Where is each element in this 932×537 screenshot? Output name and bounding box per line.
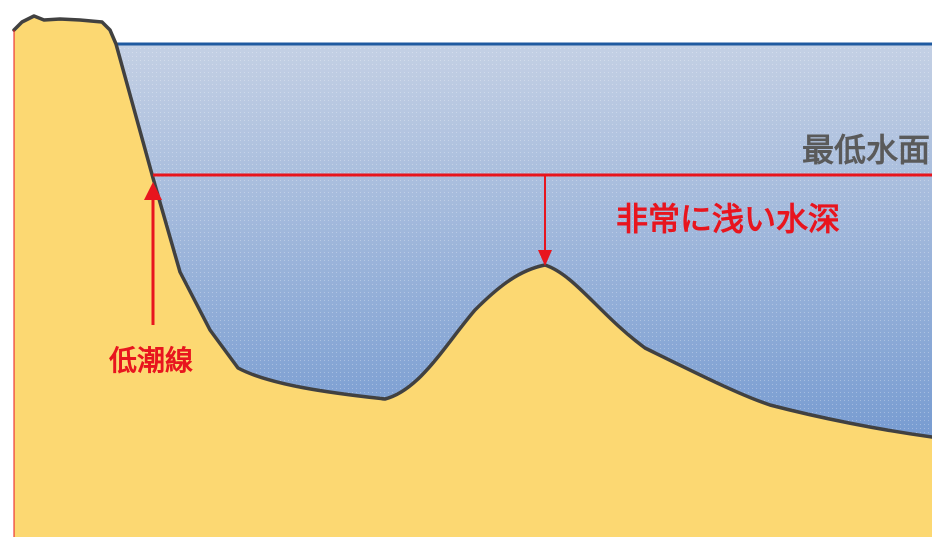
lowest-water-level-label: 最低水面 (802, 131, 930, 169)
low-tide-arrow-head (144, 182, 162, 200)
depth-arrow-head (538, 250, 552, 266)
low-tide-line-label: 低潮線 (108, 344, 193, 377)
very-shallow-depth-label: 非常に浅い水深 (616, 200, 840, 238)
seabed-outline (12, 14, 932, 439)
seabed-fill (14, 16, 932, 537)
